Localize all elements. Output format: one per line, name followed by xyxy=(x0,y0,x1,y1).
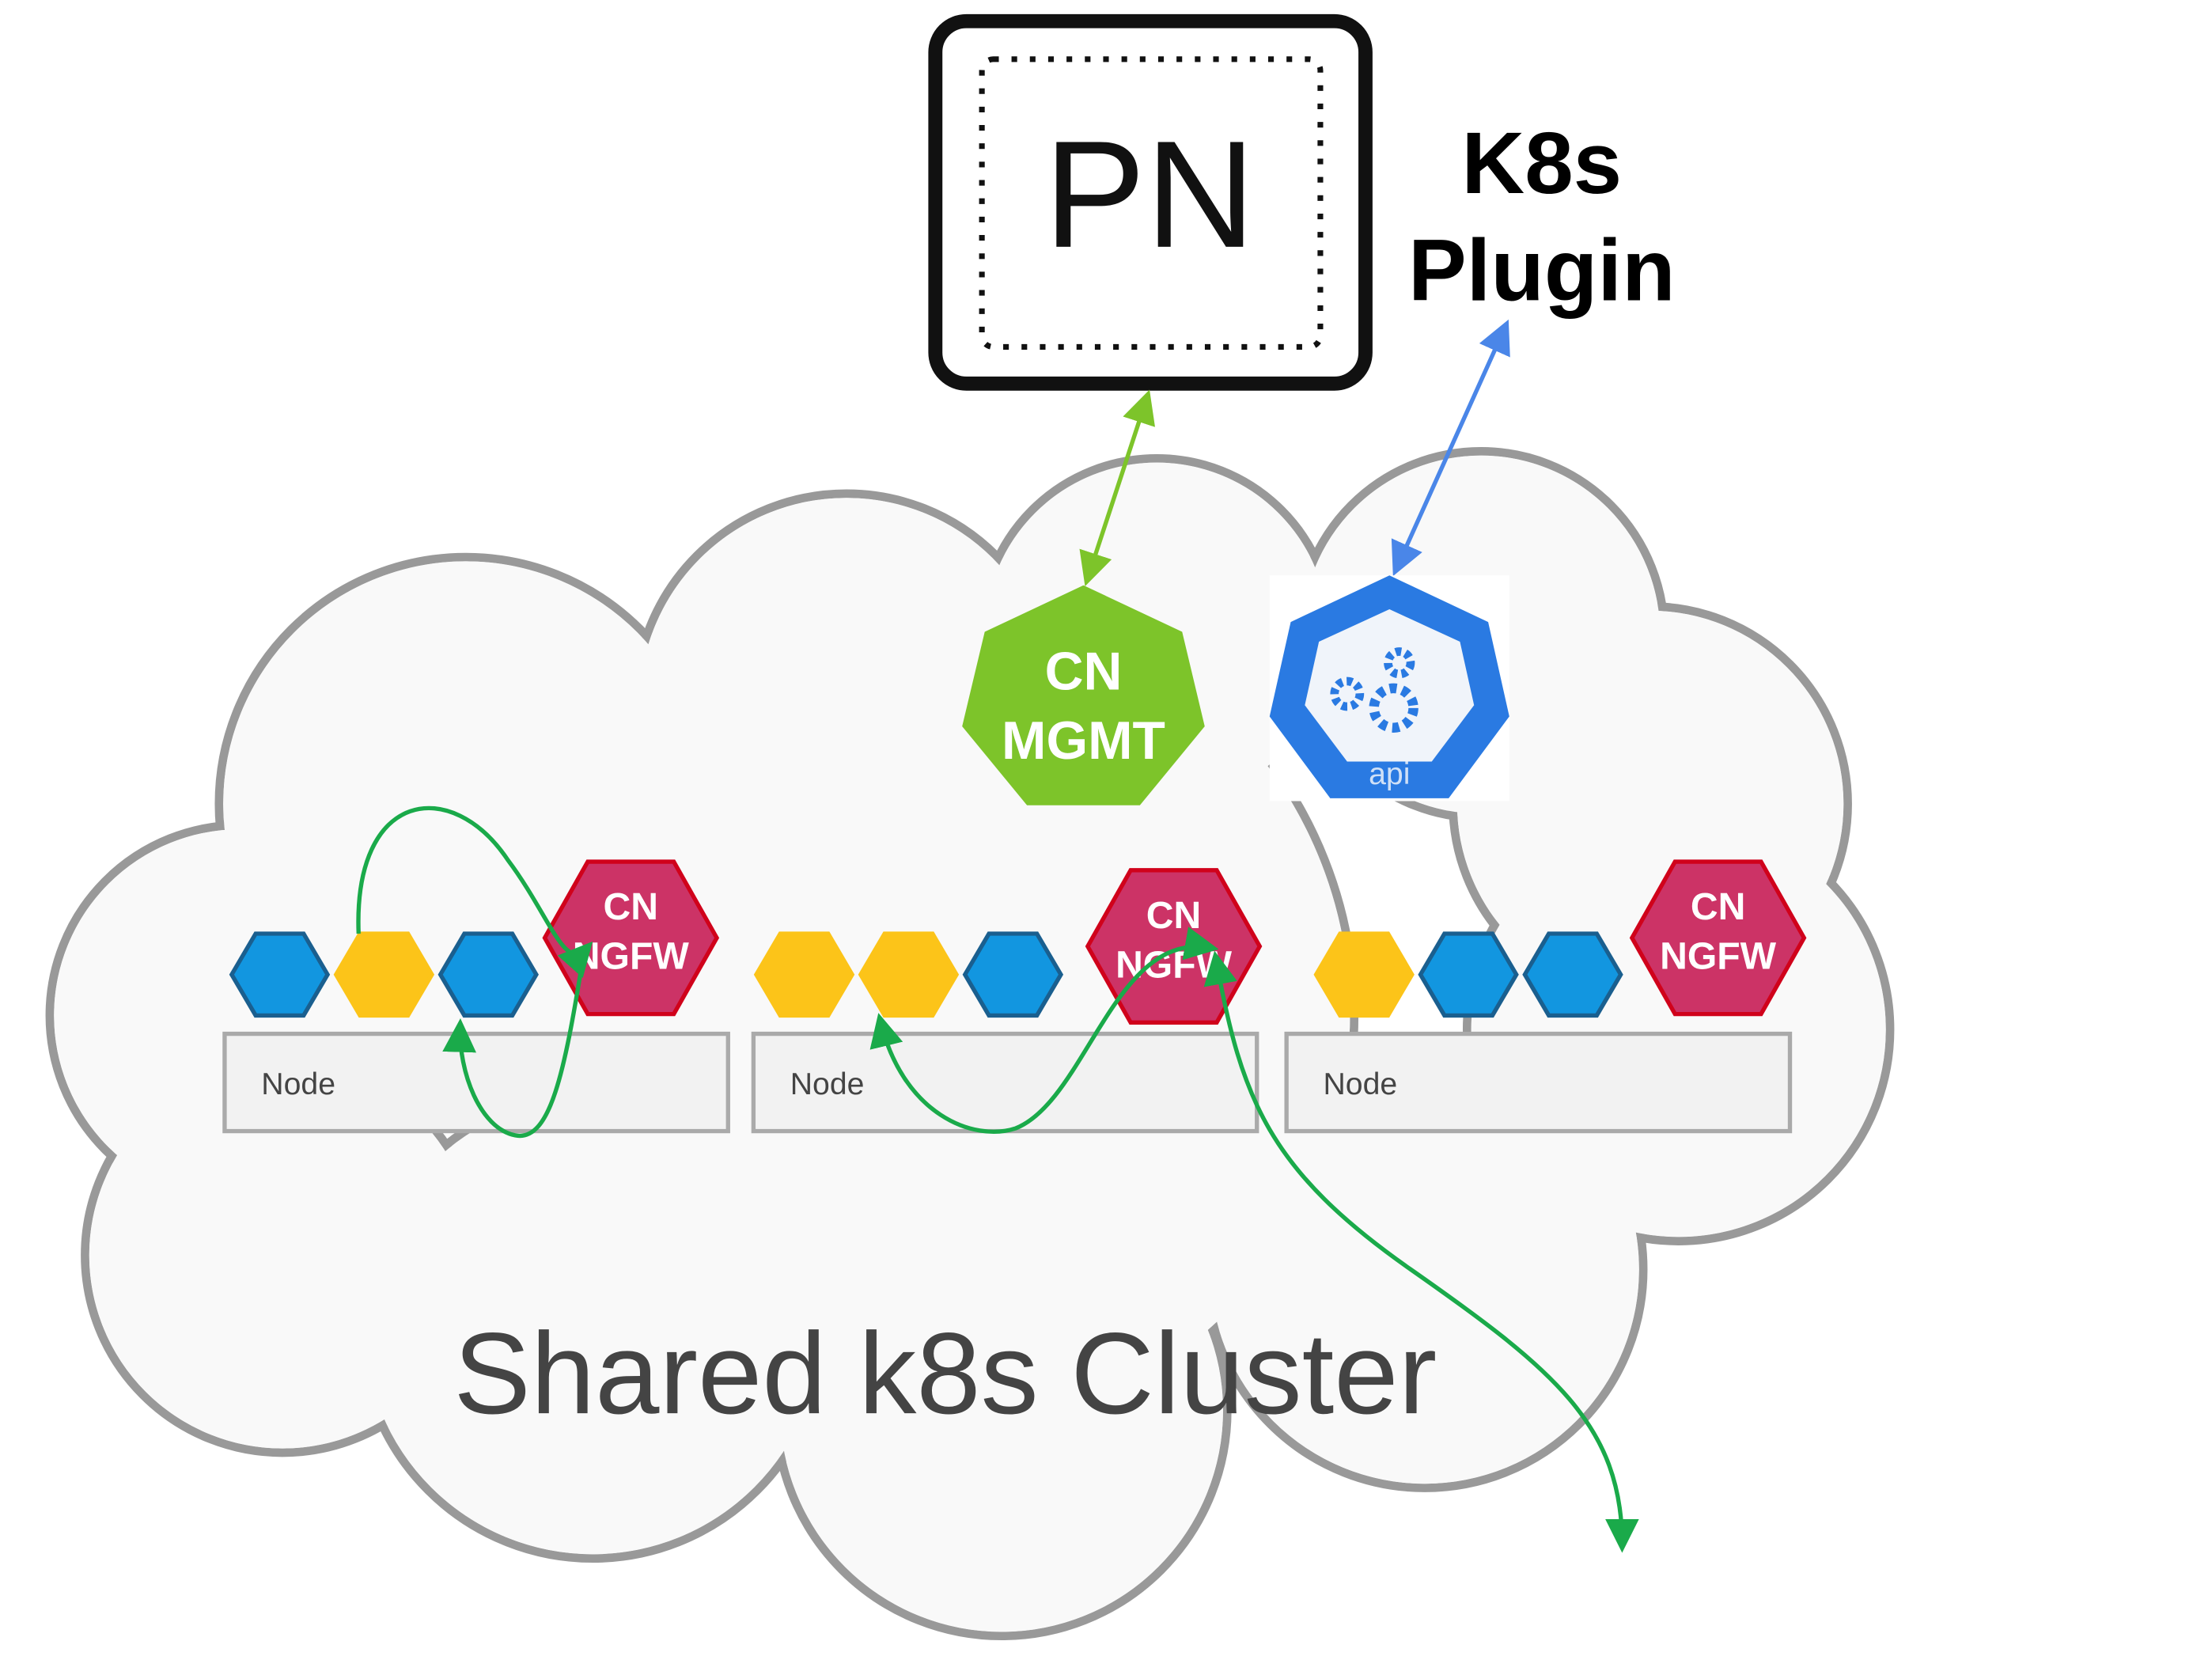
ngfw-label-line2: NGFW xyxy=(573,935,690,978)
yellow-pod-hexagon xyxy=(333,931,435,1018)
ngfw-label-line1: CN xyxy=(1691,885,1746,928)
blue-pod-hexagon xyxy=(1522,931,1623,1018)
mgmt-label-line1: CN xyxy=(1045,642,1123,702)
plugin-label-line1: K8s xyxy=(1461,115,1622,212)
plugin-label-line2: Plugin xyxy=(1408,222,1676,320)
blue-pod-hexagon xyxy=(437,931,539,1018)
cn-ngfw-hexagon xyxy=(1629,859,1807,1017)
node-box xyxy=(751,1031,1259,1134)
mgmt-link-arrow xyxy=(1079,389,1156,586)
mgmt-label-line2: MGMT xyxy=(1002,711,1165,771)
ngfw-label-line2: NGFW xyxy=(1660,935,1777,978)
cluster-label: Shared k8s Cluster xyxy=(453,1309,1437,1438)
ngfw-label-line1: CN xyxy=(1146,894,1202,937)
yellow-pod-hexagon xyxy=(753,931,855,1018)
yellow-pod-hexagon xyxy=(1313,931,1415,1018)
blue-pod-hexagon xyxy=(1418,931,1519,1018)
traffic-arrow-4 xyxy=(1203,950,1639,1553)
traffic-arrow-3 xyxy=(869,927,1219,1134)
ngfw-label-line1: CN xyxy=(604,885,659,928)
pn-box: PN xyxy=(928,13,1373,391)
api-label: api xyxy=(1369,757,1410,791)
traffic-arrow-1 xyxy=(356,805,593,979)
yellow-pod-hexagon xyxy=(858,931,960,1018)
kubernetes-api-icon: api xyxy=(1269,575,1509,802)
cn-mgmt: CN MGMT xyxy=(962,585,1205,805)
node-label: Node xyxy=(261,1067,335,1101)
blue-pod-hexagon xyxy=(229,931,331,1018)
blue-pod-hexagon xyxy=(962,931,1064,1018)
plugin-link-arrow xyxy=(1391,319,1510,577)
node-label: Node xyxy=(1324,1067,1398,1101)
pn-label: PN xyxy=(1044,109,1256,279)
traffic-arrow-2 xyxy=(442,958,585,1139)
node-box xyxy=(222,1031,730,1134)
node-label: Node xyxy=(790,1067,865,1101)
traffic-flows xyxy=(356,805,1639,1553)
